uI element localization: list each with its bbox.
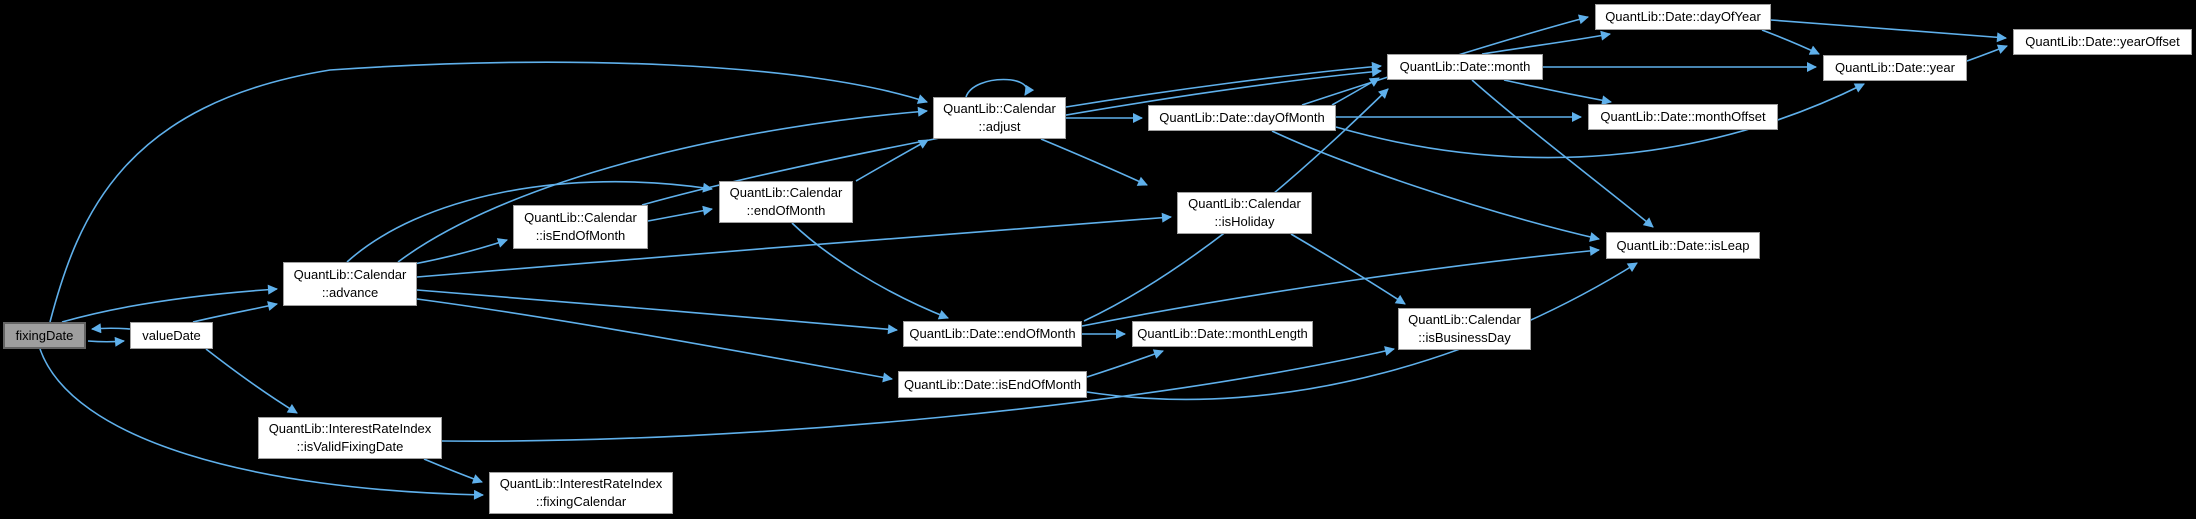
node-valueDate[interactable]: valueDate	[130, 322, 213, 349]
node-label: ::adjust	[978, 119, 1021, 134]
node-label: QuantLib::Calendar	[293, 267, 407, 282]
node-label: QuantLib::Calendar	[524, 210, 637, 225]
node-fixingCalendar[interactable]: QuantLib::InterestRateIndex::fixingCalen…	[489, 472, 673, 514]
edge-dayOfMonth-isLeap	[1271, 130, 1600, 242]
edge-valueDate-isValidFixingDate	[205, 348, 298, 414]
edge-advance-calEndOfMonth	[346, 181, 713, 263]
node-label: fixingDate	[15, 327, 74, 343]
edge-calIsEndOfMonth-calEndOfMonth	[647, 205, 713, 222]
edge-advance-calIsEndOfMonth	[413, 238, 508, 265]
node-label: ::isEndOfMonth	[535, 228, 626, 243]
edge-isValidFixingDate-isBusinessDay	[441, 346, 1395, 442]
node-isValidFixingDate[interactable]: QuantLib::InterestRateIndex::isValidFixi…	[258, 417, 442, 459]
node-label: QuantLib::Date::monthLength	[1137, 326, 1308, 341]
node-label: ::isValidFixingDate	[296, 439, 404, 454]
node-monthLength[interactable]: QuantLib::Date::monthLength	[1132, 321, 1313, 347]
node-yearOffset[interactable]: QuantLib::Date::yearOffset	[2013, 29, 2192, 55]
node-label: QuantLib::Calendar	[943, 101, 1056, 116]
edge-calEndOfMonth-adjust	[855, 139, 929, 182]
edge-fixingDate-valueDate	[87, 336, 125, 347]
edge-calEndOfMonth-dateEndOfMonth	[791, 222, 949, 320]
node-isLeap[interactable]: QuantLib::Date::isLeap	[1606, 232, 1760, 259]
node-isHoliday[interactable]: QuantLib::Calendar::isHoliday	[1177, 192, 1312, 234]
edge-valueDate-advance	[192, 301, 278, 323]
node-label: ::isHoliday	[1214, 214, 1275, 229]
edge-month-dayOfYear	[1481, 30, 1611, 55]
edge-fixingDate-fixingCalendar	[39, 348, 484, 500]
node-month[interactable]: QuantLib::Date::month	[1387, 54, 1543, 80]
edge-dateEndOfMonth-isLeap	[1081, 245, 1600, 327]
node-fixingDate: fixingDate	[3, 322, 86, 349]
edge-dayOfMonth-year	[1335, 83, 1865, 159]
edge-valueDate-fixingDate	[91, 323, 131, 334]
edge-advance-isHoliday	[416, 212, 1172, 278]
edge-month-monthOffset	[1503, 79, 1612, 106]
edge-month-isLeap	[1471, 79, 1654, 228]
node-label: QuantLib::Calendar	[1188, 196, 1301, 211]
node-label: ::fixingCalendar	[535, 494, 627, 509]
edge-dayOfYear-yearOffset	[1770, 19, 2007, 43]
node-label: QuantLib::Date::dayOfYear	[1605, 9, 1761, 24]
node-dateEndOfMonth[interactable]: QuantLib::Date::endOfMonth	[903, 321, 1082, 347]
node-advance[interactable]: QuantLib::Calendar::advance	[283, 262, 417, 306]
node-label: QuantLib::Date::endOfMonth	[909, 326, 1076, 341]
node-label: QuantLib::Calendar	[1408, 312, 1521, 327]
node-year[interactable]: QuantLib::Date::year	[1823, 55, 1967, 81]
edge-dayOfYear-year	[1761, 29, 1820, 55]
node-label: QuantLib::Date::monthOffset	[1600, 109, 1766, 124]
node-dayOfMonth[interactable]: QuantLib::Date::dayOfMonth	[1148, 105, 1336, 131]
node-label: QuantLib::InterestRateIndex	[268, 421, 432, 436]
edge-advance-dateIsEndOfMonth	[416, 298, 893, 383]
node-label: QuantLib::Calendar	[729, 185, 843, 200]
edge-year-yearOffset	[1966, 44, 2008, 62]
node-label: QuantLib::Date::month	[1399, 59, 1531, 74]
edge-dayOfMonth-month	[1331, 77, 1380, 106]
edge-dateIsEndOfMonth-monthLength	[1086, 349, 1164, 378]
node-calIsEndOfMonth[interactable]: QuantLib::Calendar::isEndOfMonth	[513, 205, 648, 249]
node-label: QuantLib::Date::dayOfMonth	[1159, 110, 1325, 125]
edge-advance-adjust	[397, 106, 928, 263]
node-calEndOfMonth[interactable]: QuantLib::Calendar::endOfMonth	[719, 181, 853, 223]
edge-isValidFixingDate-fixingCalendar	[423, 458, 483, 484]
node-label: ::isBusinessDay	[1418, 330, 1511, 345]
edge-adjust-month	[1065, 61, 1382, 108]
edge-fixingDate-adjust	[49, 61, 928, 323]
node-isBusinessDay[interactable]: QuantLib::Calendar::isBusinessDay	[1398, 308, 1531, 350]
edge-advance-dateEndOfMonth	[416, 289, 898, 335]
node-adjust[interactable]: QuantLib::Calendar::adjust	[933, 97, 1066, 139]
edge-fixingDate-advance	[61, 284, 278, 323]
edge-dateIsEndOfMonth-isLeap	[1086, 262, 1638, 401]
node-dateIsEndOfMonth[interactable]: QuantLib::Date::isEndOfMonth	[898, 371, 1087, 398]
node-label: QuantLib::Date::yearOffset	[2025, 34, 2180, 49]
node-label: QuantLib::Date::year	[1835, 60, 1955, 75]
node-dayOfYear[interactable]: QuantLib::Date::dayOfYear	[1595, 4, 1771, 30]
node-label: valueDate	[142, 327, 201, 343]
node-label: ::advance	[321, 285, 379, 300]
node-label: QuantLib::Date::isEndOfMonth	[903, 376, 1082, 392]
edge-isHoliday-isBusinessDay	[1290, 233, 1406, 305]
edge-adjust-adjust	[965, 78, 1035, 98]
node-monthOffset[interactable]: QuantLib::Date::monthOffset	[1588, 104, 1778, 130]
node-label: QuantLib::InterestRateIndex	[499, 476, 663, 491]
node-label: QuantLib::Date::isLeap	[1616, 237, 1750, 253]
edge-adjust-isHoliday	[1040, 138, 1148, 186]
node-label: ::endOfMonth	[746, 203, 826, 218]
